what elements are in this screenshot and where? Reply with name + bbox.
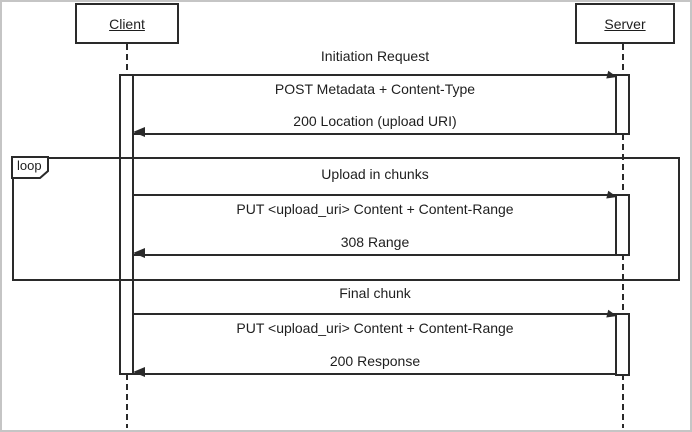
response-message-label: 308 Range <box>340 234 410 250</box>
section-title-initiation: Initiation Request <box>320 48 430 64</box>
actor-server-label: Server <box>604 15 646 32</box>
actor-client-box: Client <box>75 3 179 44</box>
response-message-label: 200 Location (upload URI) <box>293 113 457 129</box>
actor-client-label: Client <box>109 15 145 32</box>
actor-server-box: Server <box>575 3 675 44</box>
request-message-label: PUT <upload_uri> Content + Content-Range <box>236 201 514 217</box>
server-activation-bar <box>615 194 630 256</box>
message-exchange-initiation: POST Metadata + Content-Type 200 Locatio… <box>133 70 618 137</box>
server-activation-bar <box>615 313 630 376</box>
message-exchange-upload-chunk: PUT <upload_uri> Content + Content-Range… <box>133 190 618 258</box>
response-arrowhead-icon <box>133 367 145 377</box>
section-title-upload-chunks: Upload in chunks <box>321 166 429 182</box>
response-message-label: 200 Response <box>329 353 421 369</box>
client-activation-bar <box>119 74 134 375</box>
request-message-label: PUT <upload_uri> Content + Content-Range <box>236 320 514 336</box>
request-message-label: POST Metadata + Content-Type <box>274 81 476 97</box>
response-arrowhead-icon <box>133 248 145 258</box>
section-title-final-chunk: Final chunk <box>339 285 411 301</box>
server-activation-bar <box>615 74 630 135</box>
message-exchange-final-chunk: PUT <upload_uri> Content + Content-Range… <box>133 309 618 377</box>
response-arrowhead-icon <box>133 127 145 137</box>
loop-operator-label: loop <box>17 158 42 173</box>
